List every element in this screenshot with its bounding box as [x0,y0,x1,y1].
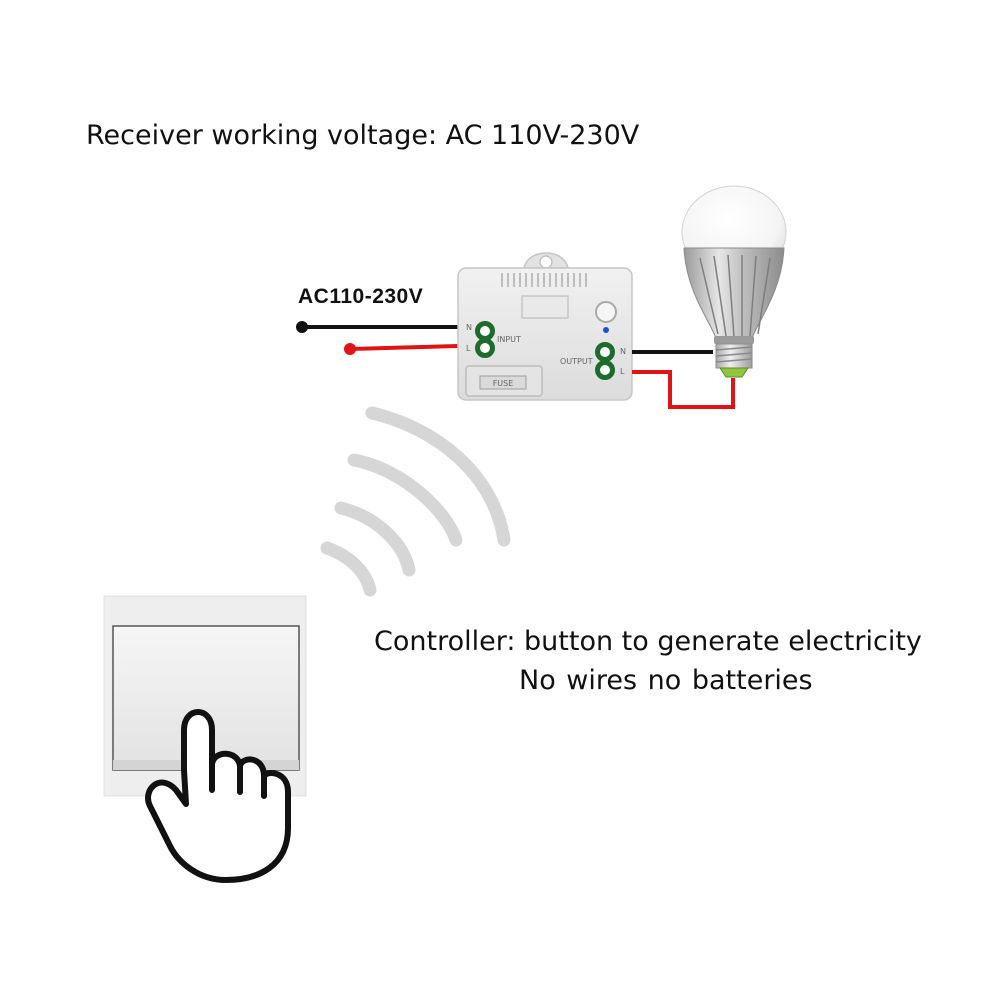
signal-wave-2 [334,501,416,577]
output-terminal: OUTPUT N L [560,342,626,380]
output-wires [632,350,735,409]
supply-voltage-label: AC110-230V [298,285,424,308]
label-window [521,295,569,319]
input-l-label: L [466,344,471,353]
bulb-collar [714,336,754,344]
input-terminal: N L INPUT [466,321,521,358]
receiver-module: FUSE N L INPUT OUTPUT N L [457,252,633,401]
learn-button [595,301,617,323]
signal-wave-3 [347,453,463,547]
supply-wires [296,321,478,355]
page-title: Receiver working voltage: AC 110V-230V [86,120,640,151]
indicator-led [603,327,609,333]
signal-wave-1 [320,541,377,597]
wireless-signal-icon [320,406,511,597]
output-l-label: L [620,367,625,376]
vent-slots [501,273,587,287]
bulb-contact [719,367,749,378]
fuse-label: FUSE [493,379,514,388]
led-bulb-icon [681,185,787,378]
controller-features: No wires no batteries [519,665,813,696]
neutral-wire-end [296,321,308,333]
signal-wave-4 [365,406,511,547]
output-n-label: N [620,347,626,356]
live-output-wire [632,370,735,409]
output-label: OUTPUT [560,357,593,366]
controller-description: Controller: button to generate electrici… [374,626,922,657]
live-wire-end [344,343,356,355]
input-n-label: N [466,323,472,332]
pointing-hand-icon [145,709,291,883]
input-label: INPUT [497,335,521,344]
